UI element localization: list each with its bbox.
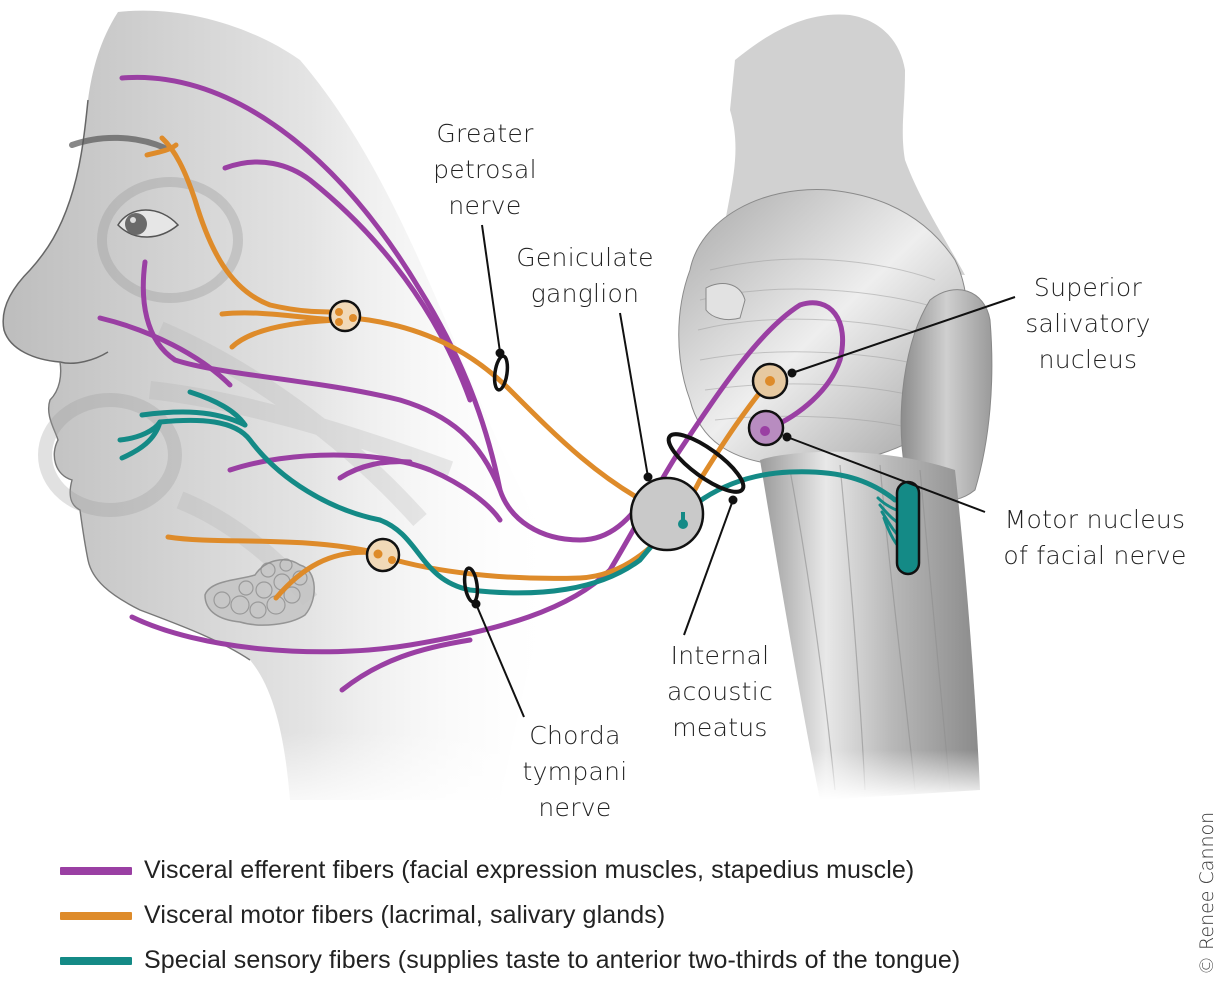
visceral-motor-fibers xyxy=(144,135,773,601)
legend-item-visceral-motor: Visceral motor fibers (lacrimal, salivar… xyxy=(60,893,960,938)
orange-greater-petrosal xyxy=(350,315,663,513)
copyright-credit: © Renee Cannon xyxy=(1196,811,1218,975)
orange-nasal-branch-2 xyxy=(229,317,341,350)
leader-geniculate xyxy=(619,312,649,478)
greater-petrosal-ring xyxy=(492,354,510,392)
purple-cervical-branch xyxy=(129,300,846,655)
geniculate-ganglion xyxy=(629,476,705,552)
purple-mandibular-short xyxy=(337,459,413,481)
legend-swatch-orange xyxy=(60,911,132,920)
purple-temporal-branch xyxy=(119,74,653,543)
label-line: ganglion xyxy=(530,279,640,308)
motor-nucleus-facial xyxy=(747,409,785,447)
label-superior-salivatory-nucleus: Superior salivatory nucleus xyxy=(1008,270,1168,378)
label-line: nucleus xyxy=(1038,345,1138,374)
pterygopalatine-ganglion xyxy=(328,299,362,333)
label-line: tympani xyxy=(522,757,628,786)
leader-greater-petrosal xyxy=(481,224,501,353)
purple-buccal-branch-upper xyxy=(140,259,503,493)
label-line: salivatory xyxy=(1025,309,1151,338)
internal-acoustic-meatus-ring xyxy=(666,432,746,494)
visceral-efferent-fibers xyxy=(97,74,846,693)
legend-swatch-purple xyxy=(60,866,132,875)
solitary-nucleus xyxy=(895,480,921,576)
leader-lines xyxy=(471,224,1016,718)
leader-motor-nucleus xyxy=(786,436,986,513)
label-line: Superior xyxy=(1033,273,1143,302)
legend: Visceral efferent fibers (facial express… xyxy=(60,848,960,983)
legend-item-visceral-efferent: Visceral efferent fibers (facial express… xyxy=(60,848,960,893)
medulla-fade xyxy=(740,600,1000,800)
label-line: meatus xyxy=(672,713,768,742)
eye-iris xyxy=(125,213,147,235)
purple-cervical-lower xyxy=(339,637,473,693)
superior-salivatory-nucleus xyxy=(751,362,789,400)
orbicularis-oris-muscle xyxy=(38,393,182,517)
label-line: Greater xyxy=(436,119,534,148)
orange-chorda-sublingual xyxy=(165,534,381,556)
label-line: of facial nerve xyxy=(1003,541,1187,570)
legend-label: Visceral motor fibers (lacrimal, salivar… xyxy=(144,901,666,929)
orange-lacrimal-branch xyxy=(159,135,341,315)
legend-swatch-teal xyxy=(60,956,132,965)
leader-internal-acoustic xyxy=(683,499,734,636)
label-greater-petrosal-nerve: Greater petrosal nerve xyxy=(405,116,565,224)
label-geniculate-ganglion: Geniculate ganglion xyxy=(505,240,665,312)
label-line: Geniculate xyxy=(516,243,654,272)
label-line: nerve xyxy=(448,191,522,220)
orbicularis-oculi-muscle xyxy=(97,177,243,303)
orange-lacrimal-fork xyxy=(144,142,179,158)
purple-buccal-branch-lower xyxy=(97,315,233,388)
label-internal-acoustic-meatus: Internal acoustic meatus xyxy=(650,638,790,746)
teal-tongue-branch-4 xyxy=(119,419,163,461)
brainstem xyxy=(678,14,1000,800)
legend-item-special-sensory: Special sensory fibers (supplies taste t… xyxy=(60,938,960,983)
label-motor-nucleus-facial-nerve: Motor nucleus of facial nerve xyxy=(990,502,1200,574)
label-line: Chorda xyxy=(529,721,621,750)
neck-fade xyxy=(0,600,560,820)
label-line: nerve xyxy=(538,793,612,822)
orange-chorda-submandibular xyxy=(273,549,381,601)
label-line: petrosal xyxy=(433,155,537,184)
eye-highlight xyxy=(130,217,136,223)
label-line: Motor nucleus xyxy=(1004,505,1186,534)
leader-superior-salivatory xyxy=(791,296,1016,374)
teal-tongue-branch-2 xyxy=(139,409,248,428)
legend-label: Special sensory fibers (supplies taste t… xyxy=(144,946,961,974)
purple-mandibular-branch xyxy=(227,452,503,523)
legend-label: Visceral efferent fibers (facial express… xyxy=(144,856,915,884)
label-chorda-tympani-nerve: Chorda tympani nerve xyxy=(505,718,645,826)
leader-chorda-tympani xyxy=(475,603,525,718)
label-line: acoustic xyxy=(666,677,774,706)
face-profile xyxy=(0,10,561,820)
submandibular-ganglion xyxy=(365,537,401,573)
purple-zygomatic-branch xyxy=(222,159,473,403)
label-line: Internal xyxy=(670,641,770,670)
eyebrow xyxy=(69,134,168,151)
cranial-nerve-stump xyxy=(705,283,746,321)
